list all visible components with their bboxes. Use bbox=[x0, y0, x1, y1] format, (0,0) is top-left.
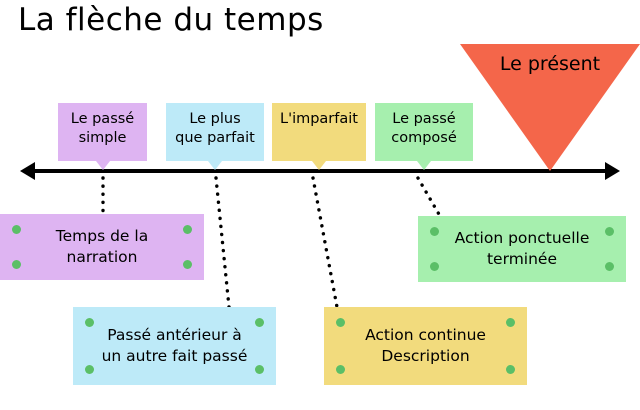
corner-dot-icon bbox=[506, 365, 515, 374]
tense-box-tail-icon bbox=[312, 161, 326, 170]
description-box-label: Passé antérieur à un autre fait passé bbox=[101, 325, 248, 365]
tense-box-label: Le plus que parfait bbox=[175, 111, 255, 147]
tense-box-plus-que-parfait[interactable]: Le plus que parfait bbox=[166, 103, 264, 170]
description-box-action-ponctuelle[interactable]: Action ponctuelle terminée bbox=[418, 216, 626, 282]
corner-dot-icon bbox=[430, 262, 439, 271]
corner-dot-icon bbox=[605, 262, 614, 271]
corner-dot-icon bbox=[255, 365, 264, 374]
description-box-action-continue[interactable]: Action continue Description bbox=[324, 307, 527, 385]
tense-box-tail-icon bbox=[208, 161, 222, 170]
description-box-label: Temps de la narration bbox=[55, 226, 149, 266]
corner-dot-icon bbox=[336, 318, 345, 327]
corner-dot-icon bbox=[430, 227, 439, 236]
corner-dot-icon bbox=[85, 318, 94, 327]
corner-dot-icon bbox=[183, 260, 192, 269]
tense-box-tail-icon bbox=[96, 161, 110, 170]
corner-dot-icon bbox=[12, 225, 21, 234]
present-label: Le présent bbox=[499, 53, 601, 75]
corner-dot-icon bbox=[336, 365, 345, 374]
description-box-label: Action continue Description bbox=[365, 325, 486, 365]
connector-plus-que-parfait bbox=[214, 176, 231, 309]
tense-box-label: Le passé simple bbox=[70, 111, 135, 147]
tense-box-tail-icon bbox=[417, 161, 431, 170]
corner-dot-icon bbox=[183, 225, 192, 234]
tense-box-imparfait[interactable]: L'imparfait bbox=[272, 103, 366, 170]
corner-dot-icon bbox=[85, 365, 94, 374]
connector-imparfait bbox=[311, 176, 339, 309]
page-title: La flèche du temps bbox=[18, 2, 324, 38]
corner-dot-icon bbox=[255, 318, 264, 327]
tense-box-label: Le passé composé bbox=[391, 111, 457, 147]
tense-box-passe-simple[interactable]: Le passé simple bbox=[58, 103, 147, 170]
description-box-label: Action ponctuelle terminée bbox=[454, 228, 590, 268]
tense-box-label: L'imparfait bbox=[280, 111, 358, 127]
present-triangle-icon bbox=[460, 44, 640, 171]
connector-passe-compose bbox=[416, 176, 442, 218]
corner-dot-icon bbox=[605, 227, 614, 236]
description-box-passe-anterieur[interactable]: Passé antérieur à un autre fait passé bbox=[73, 307, 276, 385]
description-box-temps-narration[interactable]: Temps de la narration bbox=[0, 214, 204, 280]
corner-dot-icon bbox=[506, 318, 515, 327]
corner-dot-icon bbox=[12, 260, 21, 269]
time-axis-line bbox=[30, 169, 616, 173]
tense-box-passe-compose[interactable]: Le passé composé bbox=[375, 103, 473, 170]
arrow-left-head-icon bbox=[20, 162, 35, 180]
